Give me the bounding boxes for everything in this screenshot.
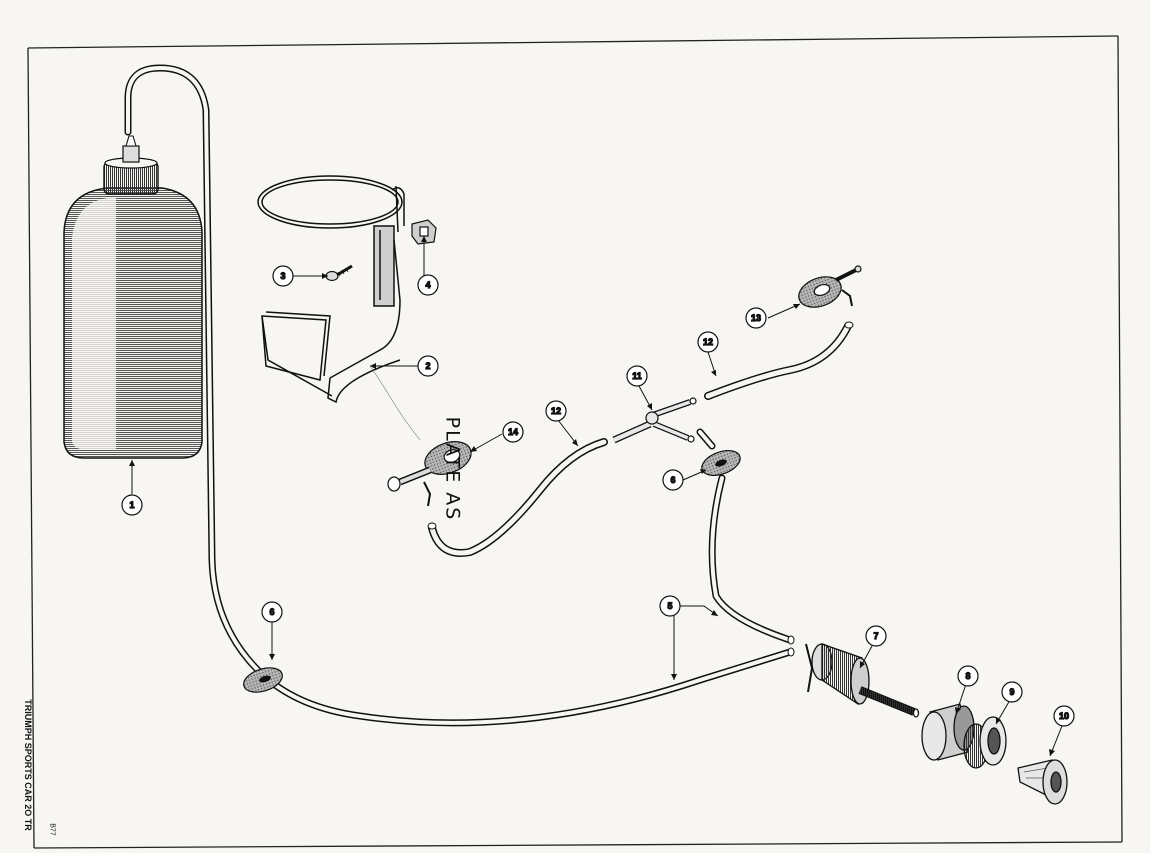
svg-text:6: 6: [269, 607, 274, 617]
clip: [411, 219, 437, 245]
callout-2: 2: [417, 355, 439, 377]
callout-12a: 12: [545, 400, 567, 422]
callout-14: 14: [502, 421, 524, 443]
svg-text:2: 2: [425, 361, 430, 371]
grommet-left: [243, 667, 283, 693]
bottle-bracket: [257, 175, 405, 404]
callout-6b: 6: [662, 469, 684, 491]
tube-12-upper: [704, 321, 854, 400]
screw: [325, 264, 353, 282]
svg-text:5: 5: [667, 601, 672, 611]
svg-text:3: 3: [280, 271, 285, 281]
svg-text:1: 1: [129, 500, 134, 510]
plate-title: PLATE AS: [441, 416, 464, 522]
callout-7: 7: [865, 625, 887, 647]
callout-10: 10: [1053, 705, 1075, 727]
svg-text:8: 8: [965, 671, 970, 681]
callout-4: 4: [417, 274, 439, 296]
footer-text: TRIUMPH SPORTS CAR 2O TR: [22, 699, 33, 831]
leader-arrows: [129, 236, 1055, 756]
callout-13: 13: [745, 307, 767, 329]
callouts: 1 2 3 4 5 6 6 7 8 9 10 11 12 12 13 14: [121, 265, 1075, 727]
page-border: [27, 35, 1123, 849]
svg-text:12: 12: [703, 337, 713, 347]
washer-bottle: [63, 135, 203, 459]
svg-text:7: 7: [873, 631, 878, 641]
callout-12b: 12: [697, 331, 719, 353]
svg-text:6: 6: [670, 475, 675, 485]
jet-14: [387, 441, 472, 507]
svg-text:10: 10: [1059, 711, 1069, 721]
reference-code: B77: [48, 823, 56, 836]
callout-8: 8: [957, 665, 979, 687]
svg-text:4: 4: [425, 280, 430, 290]
bush: [963, 716, 1007, 769]
callout-1: 1: [121, 494, 143, 516]
svg-text:14: 14: [508, 427, 518, 437]
callout-9: 9: [1001, 681, 1023, 703]
callout-5: 5: [659, 595, 681, 617]
nozzle: [1017, 759, 1068, 805]
jet-body: [805, 643, 920, 718]
svg-text:13: 13: [751, 313, 761, 323]
tube-12-lower: [427, 438, 608, 557]
callout-11: 11: [626, 365, 648, 387]
callout-6a: 6: [261, 601, 283, 623]
tube-5: [696, 428, 795, 657]
svg-text:9: 9: [1009, 687, 1014, 697]
svg-text:11: 11: [632, 371, 642, 381]
t-piece: [612, 397, 697, 444]
svg-text:12: 12: [551, 406, 561, 416]
jet-13: [798, 265, 862, 308]
long-tube: [124, 64, 794, 727]
callout-3: 3: [272, 265, 294, 287]
